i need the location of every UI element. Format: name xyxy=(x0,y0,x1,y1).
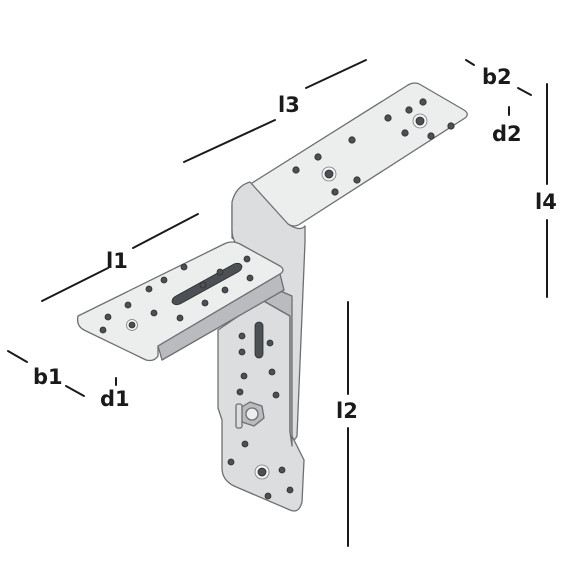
arm-hole xyxy=(246,274,254,282)
top-hole-large-inner xyxy=(324,169,334,179)
arm-hole xyxy=(176,314,184,322)
label-d2: d2 xyxy=(492,122,522,146)
leg-hole-large-inner xyxy=(257,467,267,477)
arm-hole xyxy=(150,309,158,317)
washer xyxy=(235,403,243,429)
label-l4: l4 xyxy=(535,190,557,214)
dimension-lines xyxy=(7,59,548,547)
dimension-labels: l3 l1 b2 d2 l4 b1 d1 l2 xyxy=(33,65,557,423)
top-hole xyxy=(384,114,392,122)
top-hole xyxy=(348,136,356,144)
leg-hole xyxy=(240,372,248,380)
bolt-nut xyxy=(235,401,265,429)
dim-line-b1-right xyxy=(65,385,85,397)
dim-line-b1-left xyxy=(7,350,28,363)
horizontal-slot xyxy=(171,262,243,306)
label-l2: l2 xyxy=(336,399,358,423)
leg-hole xyxy=(268,368,276,376)
arm-hole xyxy=(221,286,229,294)
dim-line-b2-right xyxy=(517,87,532,96)
dim-line-l3-lower xyxy=(183,119,276,163)
arm-hole xyxy=(180,263,188,271)
label-l3: l3 xyxy=(278,93,300,117)
leg-hole xyxy=(286,486,294,494)
leg-hole xyxy=(264,492,272,500)
arm-hole xyxy=(243,255,251,263)
top-plate-holes xyxy=(292,98,455,196)
label-b2: b2 xyxy=(482,65,512,89)
leg-hole xyxy=(236,388,244,396)
top-hole xyxy=(405,106,413,114)
leg-hole xyxy=(266,339,274,347)
top-hole xyxy=(427,132,435,140)
bolt-head-icon xyxy=(245,407,259,421)
label-b1: b1 xyxy=(33,365,63,389)
dim-line-l3-upper xyxy=(305,59,367,89)
top-hole xyxy=(401,129,409,137)
leg-hole xyxy=(241,440,249,448)
top-hole xyxy=(353,176,361,184)
arm-hole-large-inner xyxy=(128,321,136,329)
leg-hole xyxy=(272,391,280,399)
horizontal-plate-lip xyxy=(157,273,285,361)
horizontal-plate-holes xyxy=(99,255,254,334)
vertical-slot xyxy=(254,321,264,359)
leg-hole xyxy=(227,458,235,466)
top-hole xyxy=(419,98,427,106)
top-hole xyxy=(447,122,455,130)
arm-hole xyxy=(199,281,207,289)
top-hole xyxy=(331,188,339,196)
arm-hole xyxy=(124,301,132,309)
dim-line-l1-lower xyxy=(41,267,109,302)
arm-hole xyxy=(145,285,153,293)
angle-bracket xyxy=(76,82,468,512)
leg-hole xyxy=(278,466,286,474)
top-hole-large-inner xyxy=(415,116,425,126)
dim-line-b2-left xyxy=(465,59,475,66)
label-l1: l1 xyxy=(106,249,128,273)
label-d1: d1 xyxy=(100,387,130,411)
arm-hole xyxy=(216,268,224,276)
arm-hole xyxy=(104,313,112,321)
leg-hole xyxy=(238,348,246,356)
top-hole xyxy=(292,166,300,174)
vertical-plate-holes xyxy=(227,332,294,500)
leg-hole xyxy=(238,332,246,340)
dim-line-l1-upper xyxy=(132,213,199,249)
arm-hole xyxy=(160,276,168,284)
arm-hole xyxy=(99,326,107,334)
arm-hole xyxy=(201,299,209,307)
top-hole xyxy=(314,153,322,161)
